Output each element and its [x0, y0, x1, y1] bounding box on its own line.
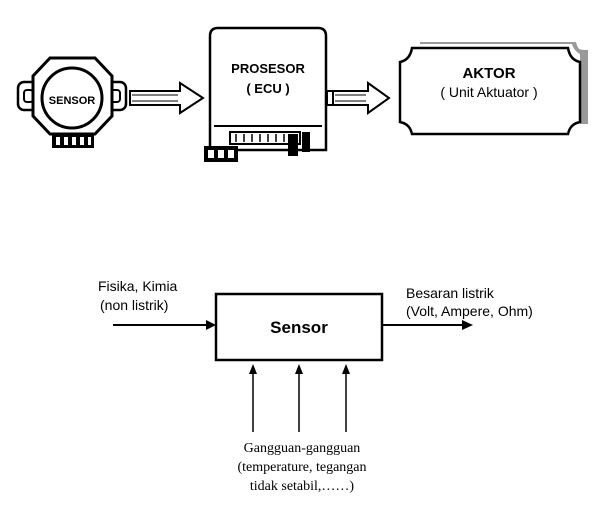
- disturbance-arrow-left: [249, 364, 257, 432]
- output-arrow: [382, 320, 473, 330]
- sensor-block: [214, 292, 384, 362]
- input-label-line1: Fisika, Kimia: [98, 278, 178, 294]
- processor-subtitle: ( ECU ): [246, 81, 289, 96]
- disturbance-label-line2: (temperature, tegangan: [237, 460, 366, 475]
- actuator-subtitle: ( Unit Aktuator ): [440, 84, 537, 100]
- sensor-device-illustration: [16, 56, 128, 148]
- sensor-device-label: SENSOR: [49, 95, 96, 107]
- processor-ecu-box: [204, 26, 328, 162]
- output-label-line2: (Volt, Ampere, Ohm): [406, 303, 533, 319]
- disturbance-arrow-middle: [295, 364, 303, 432]
- arrow-sensor-to-processor: [129, 81, 205, 115]
- actuator-title: AKTOR: [462, 65, 515, 82]
- input-label-line2: (non listrik): [100, 297, 168, 313]
- processor-title: PROSESOR: [231, 61, 305, 76]
- disturbance-label-line3: tidak setabil,……): [250, 479, 355, 494]
- disturbance-label-line1: Gangguan-gangguan: [244, 441, 361, 456]
- disturbance-arrow-right: [342, 364, 350, 432]
- sensor-block-label: Sensor: [270, 318, 328, 337]
- output-label-line1: Besaran listrik: [406, 285, 495, 301]
- arrow-processor-to-actuator: [326, 81, 391, 115]
- input-arrow: [113, 320, 216, 330]
- actuator-box: [398, 42, 588, 136]
